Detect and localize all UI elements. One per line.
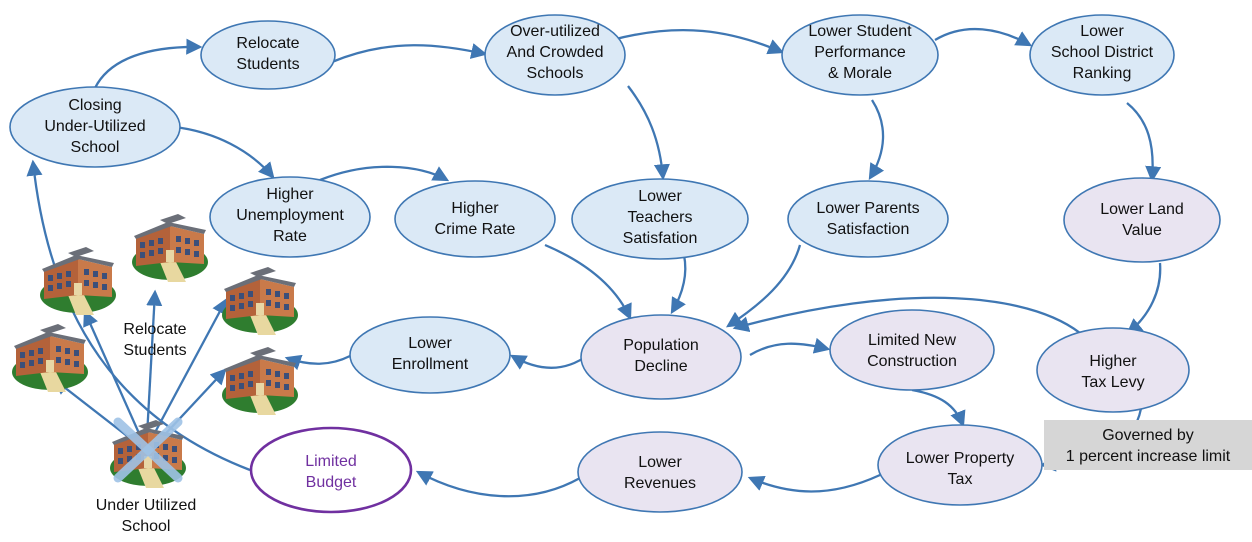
- node-label-line: Lower Property: [906, 450, 1015, 467]
- node-label-line: Performance: [814, 44, 906, 61]
- label-line: Governed by: [1102, 427, 1194, 444]
- node-label-line: Higher: [451, 200, 499, 217]
- node-label-line: Population: [623, 337, 699, 354]
- arrow-budget-to-closing: [26, 159, 251, 472]
- node-label-line: Teachers: [628, 209, 693, 226]
- node-limited-budget: Limited Budget: [249, 426, 413, 514]
- label-line: 1 percent increase limit: [1066, 448, 1231, 465]
- node-label-line: Limited: [305, 453, 357, 470]
- arrow-ranking-to-landvalue: [1126, 102, 1162, 183]
- node-label-line: Lower: [1080, 23, 1124, 40]
- node-limited-new-construction: Limited New Construction: [829, 309, 995, 391]
- node-lower-revenues: Lower Revenues: [577, 431, 743, 513]
- school-building-icon: [132, 214, 208, 282]
- arrow-propertytax-to-revenues: [747, 473, 881, 493]
- node-label-line: School: [71, 139, 120, 156]
- note-box: [1044, 420, 1252, 470]
- arrow-relocate-2: [145, 289, 163, 437]
- node-label-line: And Crowded: [507, 44, 604, 61]
- node-label-line: Under-Utilized: [44, 118, 145, 135]
- node-lower-parents-satisfaction: Lower Parents Satisfaction: [787, 180, 949, 258]
- node-label-line: Value: [1122, 222, 1162, 239]
- governed-by-note: Governed by 1 percent increase limit: [1044, 420, 1252, 470]
- node-higher-unemployment-rate: Higher Unemployment Rate: [209, 176, 371, 258]
- node-label-line: Construction: [867, 353, 957, 370]
- arrow-closing-to-unemployment: [174, 125, 275, 179]
- node-relocate-students: Relocate Students: [200, 20, 336, 90]
- node-label-line: Lower Parents: [816, 200, 919, 217]
- node-label-line: Students: [236, 56, 299, 73]
- node-label-line: Higher: [266, 186, 314, 203]
- under-utilized-school-label: Under Utilized School: [96, 497, 196, 535]
- arrow-population-to-construction: [749, 337, 831, 356]
- node-lower-property-tax: Lower Property Tax: [877, 424, 1043, 506]
- node-label-line: School District: [1051, 44, 1154, 61]
- node-label-line: Crime Rate: [435, 221, 516, 238]
- node-higher-tax-levy: Higher Tax Levy: [1036, 327, 1190, 413]
- node-label-line: Limited New: [868, 332, 956, 349]
- node-closing-under-utilized-school: Closing Under-Utilized School: [9, 86, 181, 168]
- school-building-icon: [12, 324, 88, 392]
- node-lower-enrollment: Lower Enrollment: [349, 316, 511, 394]
- arrow-relocate-to-overutilized: [331, 43, 488, 64]
- node-label-line: Higher: [1089, 353, 1137, 370]
- node-label-line: Schools: [527, 65, 584, 82]
- node-label-line: Ranking: [1073, 65, 1132, 82]
- node-lower-land-value: Lower Land Value: [1063, 177, 1221, 263]
- node-label-line: Revenues: [624, 475, 696, 492]
- arrow-performance-to-parents: [868, 99, 885, 181]
- node-label-line: Lower: [638, 454, 682, 471]
- node-lower-school-district-ranking: Lower School District Ranking: [1029, 14, 1175, 96]
- node-label-line: Enrollment: [392, 356, 469, 373]
- node-label-line: Decline: [634, 358, 687, 375]
- node-label-line: Lower: [638, 188, 682, 205]
- node-label-line: Lower: [408, 335, 452, 352]
- relocate-students-label: Relocate Students: [123, 321, 186, 359]
- arrow-relocate-1: [83, 309, 144, 441]
- node-label-line: Lower Land: [1100, 201, 1184, 218]
- arrow-unemployment-to-crime: [319, 165, 450, 182]
- node-label-line: Closing: [68, 97, 121, 114]
- node-label-line: Rate: [273, 228, 307, 245]
- arrow-relocate-3: [150, 297, 228, 439]
- node-label-line: Satisfaction: [827, 221, 910, 238]
- label-line: Under Utilized: [96, 497, 196, 514]
- node-population-decline: Population Decline: [580, 314, 742, 400]
- node-label-line: & Morale: [828, 65, 892, 82]
- arrow-overutilized-to-performance: [611, 28, 785, 55]
- node-label-line: Tax Levy: [1081, 374, 1144, 391]
- arrow-crime-to-population: [544, 243, 632, 321]
- node-lower-student-performance: Lower Student Performance & Morale: [781, 14, 939, 96]
- node-label-line: Unemployment: [236, 207, 344, 224]
- node-over-utilized-crowded-schools: Over-utilized And Crowded Schools: [484, 14, 626, 96]
- label-line: Students: [123, 342, 186, 359]
- node-label-line: Budget: [306, 474, 357, 491]
- arrow-revenues-to-budget: [415, 470, 581, 498]
- node-higher-crime-rate: Higher Crime Rate: [394, 180, 556, 258]
- arrow-enrollment-to-schools: [284, 354, 351, 371]
- arrow-overutilized-to-teachers: [627, 85, 670, 181]
- node-lower-teachers-satisfaction: Lower Teachers Satisfation: [571, 178, 749, 260]
- arrow-taxlevy-to-population: [732, 296, 1091, 343]
- arrow-landvalue-to-taxlevy: [1126, 262, 1162, 335]
- school-building-icon: [222, 347, 298, 415]
- school-building-icon: [222, 267, 298, 335]
- node-label-line: Over-utilized: [510, 23, 600, 40]
- label-line: Relocate: [123, 321, 186, 338]
- node-label-line: Relocate: [236, 35, 299, 52]
- arrow-teachers-to-population: [670, 254, 687, 315]
- arrow-performance-to-ranking: [934, 27, 1033, 47]
- crossed-out-school-icon: [110, 417, 186, 488]
- node-label-line: Satisfation: [623, 230, 698, 247]
- label-line: School: [122, 518, 171, 535]
- arrow-construction-to-propertytax: [911, 388, 966, 428]
- arrow-population-to-enrollment: [509, 354, 589, 370]
- arrow-closing-to-relocate: [93, 38, 203, 89]
- node-label-line: Lower Student: [808, 23, 912, 40]
- node-label-line: Tax: [948, 471, 973, 488]
